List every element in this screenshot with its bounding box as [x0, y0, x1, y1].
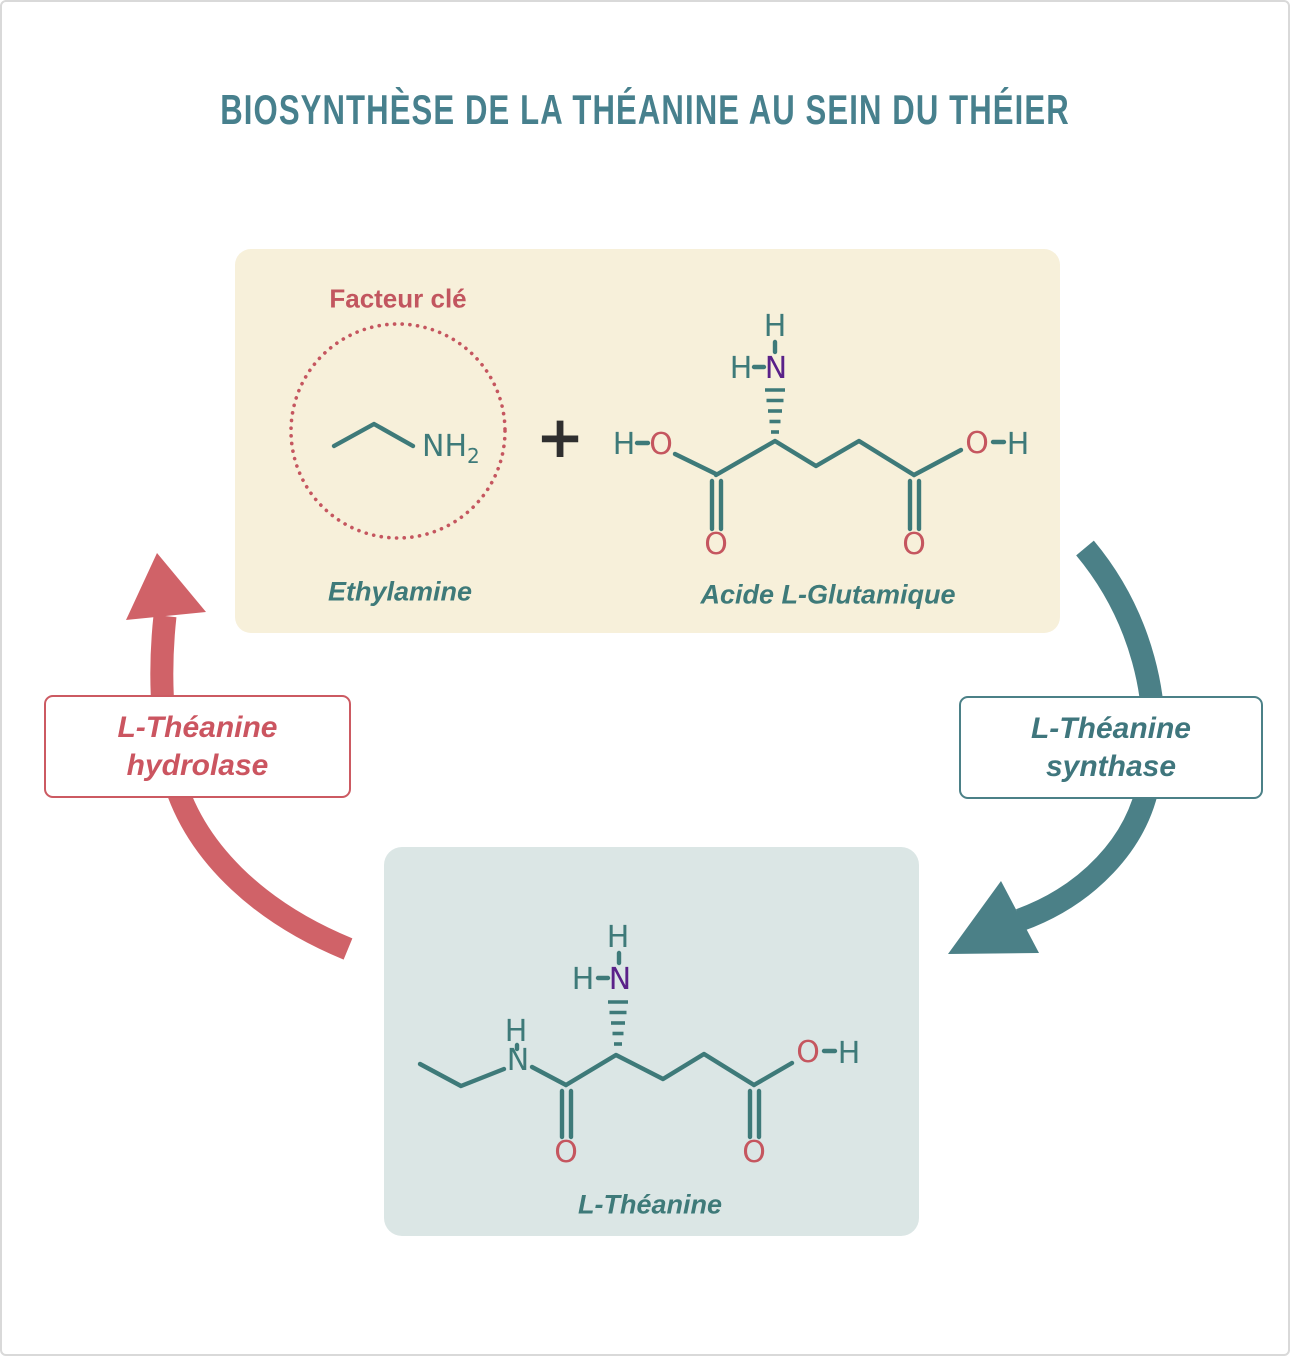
glu-left-h-atom: H — [613, 427, 636, 462]
key-factor-circle-icon — [289, 322, 507, 540]
glu-left-o-atom: O — [649, 427, 673, 462]
plus-sign: + — [535, 403, 585, 471]
hydrolase-enzyme-line2: hydrolase — [126, 748, 269, 782]
product-panel — [384, 847, 919, 1236]
glu-right-o-atom: O — [965, 426, 989, 461]
key-factor-label: Facteur clé — [329, 283, 467, 314]
thea-stereo-wedge-icon — [608, 1000, 628, 1046]
ethylamine-amine-label: NH2 — [422, 429, 480, 468]
thea-amine-h-top-atom: H — [607, 920, 630, 955]
ethylamine-structure: NH2 — [331, 421, 480, 468]
glu-right-h-atom: H — [1007, 427, 1030, 462]
synthase-enzyme-box: L-Théanine synthase — [959, 696, 1263, 799]
glu-amine-h-top-atom: H — [764, 309, 787, 344]
glu-stereo-wedge-icon — [765, 388, 785, 434]
synthase-arrowhead-icon — [948, 881, 1039, 954]
thea-right-o-atom: O — [796, 1035, 820, 1070]
thea-amine-n-atom: N — [609, 962, 631, 997]
thea-carbonyl-o-right-atom: O — [742, 1135, 766, 1170]
glutamic-acid-name-label: Acide L-Glutamique — [700, 579, 956, 610]
hydrolase-enzyme-box: L-Théanine hydrolase — [44, 695, 351, 798]
thea-amide-n-atom: N — [507, 1043, 529, 1078]
theanine-structure: H N O H H N — [417, 920, 861, 1170]
thea-right-h-atom: H — [838, 1036, 861, 1071]
thea-carbonyl-o-left-atom: O — [554, 1135, 578, 1170]
diagram-title: BIOSYNTHÈSE DE LA THÉANINE AU SEIN DU TH… — [220, 86, 1070, 133]
synthase-enzyme-line2: synthase — [1045, 749, 1177, 783]
hydrolase-arrowhead-icon — [126, 553, 206, 620]
theanine-name-label: L-Théanine — [577, 1189, 723, 1220]
thea-amine-h-left-atom: H — [572, 962, 595, 997]
ethylamine-name-label: Ethylamine — [327, 576, 473, 607]
glu-amine-n-atom: N — [765, 351, 787, 386]
hydrolase-enzyme-line1: L-Théanine — [117, 710, 278, 744]
glu-carbonyl-o-right-atom: O — [902, 527, 926, 562]
thea-amide-h-atom: H — [505, 1014, 528, 1049]
glutamic-acid-structure: H O O H H N — [613, 309, 1030, 562]
glu-amine-h-left-atom: H — [730, 351, 753, 386]
synthase-enzyme-line1: L-Théanine — [1030, 711, 1191, 745]
glu-carbonyl-o-left-atom: O — [704, 527, 728, 562]
